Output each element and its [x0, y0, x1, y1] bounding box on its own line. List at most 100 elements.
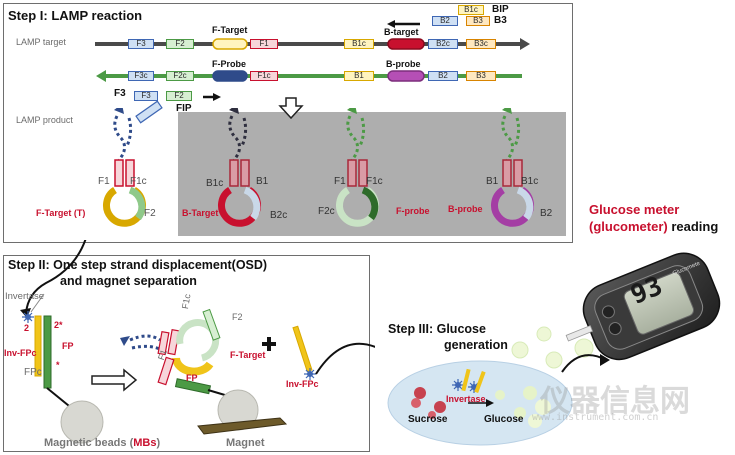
- segment-b2c: B2c: [428, 39, 458, 49]
- segment-f1: F1: [250, 39, 278, 49]
- bip-segment-b3: B3: [466, 16, 490, 26]
- b-target-label: B-target: [384, 27, 419, 37]
- product3-right: F1c: [366, 176, 383, 187]
- watermark-url: www.instrument.com.cn: [532, 412, 659, 423]
- f2-label: F2: [232, 312, 243, 322]
- product-3: [336, 108, 379, 227]
- product1-bottom-left: F-Target (T): [36, 208, 86, 218]
- product1-right: F1c: [130, 176, 147, 187]
- product-2: [218, 108, 261, 227]
- product2-bottom-left: B-Target: [182, 208, 219, 218]
- step3-title-line1: Step III: Glucose: [388, 322, 486, 336]
- b-target-pill: [387, 38, 425, 50]
- lamp-products-svg: [103, 108, 534, 227]
- bip-label: BIP: [492, 4, 509, 15]
- glucose-meter-label-line1: Glucose meter: [589, 202, 680, 217]
- sucrose-label: Sucrose: [408, 414, 448, 425]
- lamp-product-label: LAMP product: [16, 115, 73, 125]
- product4-left: B1: [486, 176, 499, 187]
- beads-suffix: ): [156, 437, 161, 449]
- magnetic-beads-label: Magnetic beads (MBs): [44, 437, 160, 449]
- bip-segment-b1c: B1c: [458, 5, 484, 15]
- label-2: 2: [24, 323, 30, 333]
- step2-f-target-label: F-Target: [230, 350, 266, 360]
- glucometer-device: [565, 252, 721, 361]
- hollow-down-arrow: [278, 97, 304, 120]
- segment-b3: B3: [466, 71, 496, 81]
- product-4: [491, 108, 534, 227]
- product2-left: B1c: [206, 178, 224, 189]
- segment-b3c: B3c: [466, 39, 496, 49]
- product4-bottom-right: B2: [540, 208, 553, 219]
- f2-strand: [202, 308, 221, 341]
- hollow-right-arrow: [91, 368, 138, 392]
- f-probe-pill: [212, 70, 248, 82]
- inv-fpc-label: Inv-FPc: [4, 348, 37, 358]
- plus-sign: [262, 337, 276, 351]
- b3-primer-label: B3: [494, 15, 507, 26]
- fip-tail: [135, 100, 163, 124]
- segment-b2: B2: [428, 71, 458, 81]
- fip-segment-f3: F3: [134, 91, 158, 101]
- segment-f2c: F2c: [166, 71, 194, 81]
- product3-bottom-left: F2c: [318, 206, 335, 217]
- product-1: [103, 108, 146, 227]
- magnetic-bead-1: [60, 400, 104, 444]
- step2-title-line2: and magnet separation: [60, 274, 197, 288]
- fp-label: FP: [62, 341, 74, 351]
- product4-right: B1c: [521, 176, 539, 187]
- magnet-label: Magnet: [226, 437, 265, 449]
- step2-invertase-label: Invertase: [5, 291, 45, 302]
- star-label: *: [56, 360, 60, 370]
- glucose-particles-svg: [511, 326, 610, 373]
- f-target-pill: [212, 38, 248, 50]
- product4-bottom-left: B-probe: [448, 204, 483, 214]
- glucose-label: Glucose: [484, 414, 524, 425]
- lamp-complement-arrowhead: [96, 70, 106, 82]
- glucose-meter-label-black: reading: [667, 219, 719, 234]
- bip-segment-b2: B2: [432, 16, 458, 26]
- inv-fpc-strand: [34, 315, 42, 377]
- invertase-star-2: [304, 368, 316, 380]
- step2-drawing: [20, 240, 375, 444]
- step3-invertase-label: Invertase: [446, 394, 486, 404]
- magnet-bar: [197, 417, 288, 435]
- f3-primer-label: F3: [114, 88, 126, 99]
- step3-drawing: [387, 360, 573, 446]
- glucose-meter-label-line2: (glucometer) reading: [589, 219, 718, 234]
- label-2-star: 2*: [54, 320, 63, 330]
- f-probe-label: F-Probe: [212, 59, 247, 69]
- segment-f3c: F3c: [128, 71, 154, 81]
- product3-bottom-right: F-probe: [396, 206, 430, 216]
- invertase-star-1: [22, 311, 34, 323]
- b-probe-pill: [387, 70, 425, 82]
- fpc-label: FPc: [24, 367, 42, 378]
- product1-bottom-right: F2: [144, 208, 156, 219]
- product2-right: B1: [256, 176, 269, 187]
- segment-f1c: F1c: [250, 71, 278, 81]
- fip-segment-f2: F2: [166, 91, 192, 101]
- step1-title: Step I: LAMP reaction: [8, 8, 143, 23]
- lamp-target-label: LAMP target: [16, 37, 66, 47]
- f-target-label: F-Target: [212, 25, 248, 35]
- watermark-text: 仪器信息网: [540, 384, 690, 419]
- beads-red: MBs: [133, 437, 157, 449]
- fip-label: FIP: [176, 103, 192, 114]
- f1-strand: [157, 356, 175, 386]
- segment-f2: F2: [166, 39, 194, 49]
- segment-f3: F3: [128, 39, 154, 49]
- product2-bottom-right: B2c: [270, 210, 288, 221]
- step2-fp-label: FP: [186, 373, 198, 383]
- b-probe-label: B-probe: [386, 59, 421, 69]
- glucose-meter-label-red: (glucometer): [589, 219, 668, 234]
- segment-b1: B1: [344, 71, 374, 81]
- product1-left: F1: [98, 176, 110, 187]
- segment-b1c: B1c: [344, 39, 374, 49]
- step3-title-line2: generation: [444, 338, 508, 352]
- released-inv-fpc-label: Inv-FPc: [286, 379, 319, 389]
- beads-prefix: Magnetic beads (: [44, 437, 134, 449]
- lamp-target-arrowhead: [520, 38, 530, 50]
- fp-strand: [43, 315, 52, 389]
- product3-left: F1: [334, 176, 346, 187]
- released-inv-fpc-strand: [292, 325, 313, 373]
